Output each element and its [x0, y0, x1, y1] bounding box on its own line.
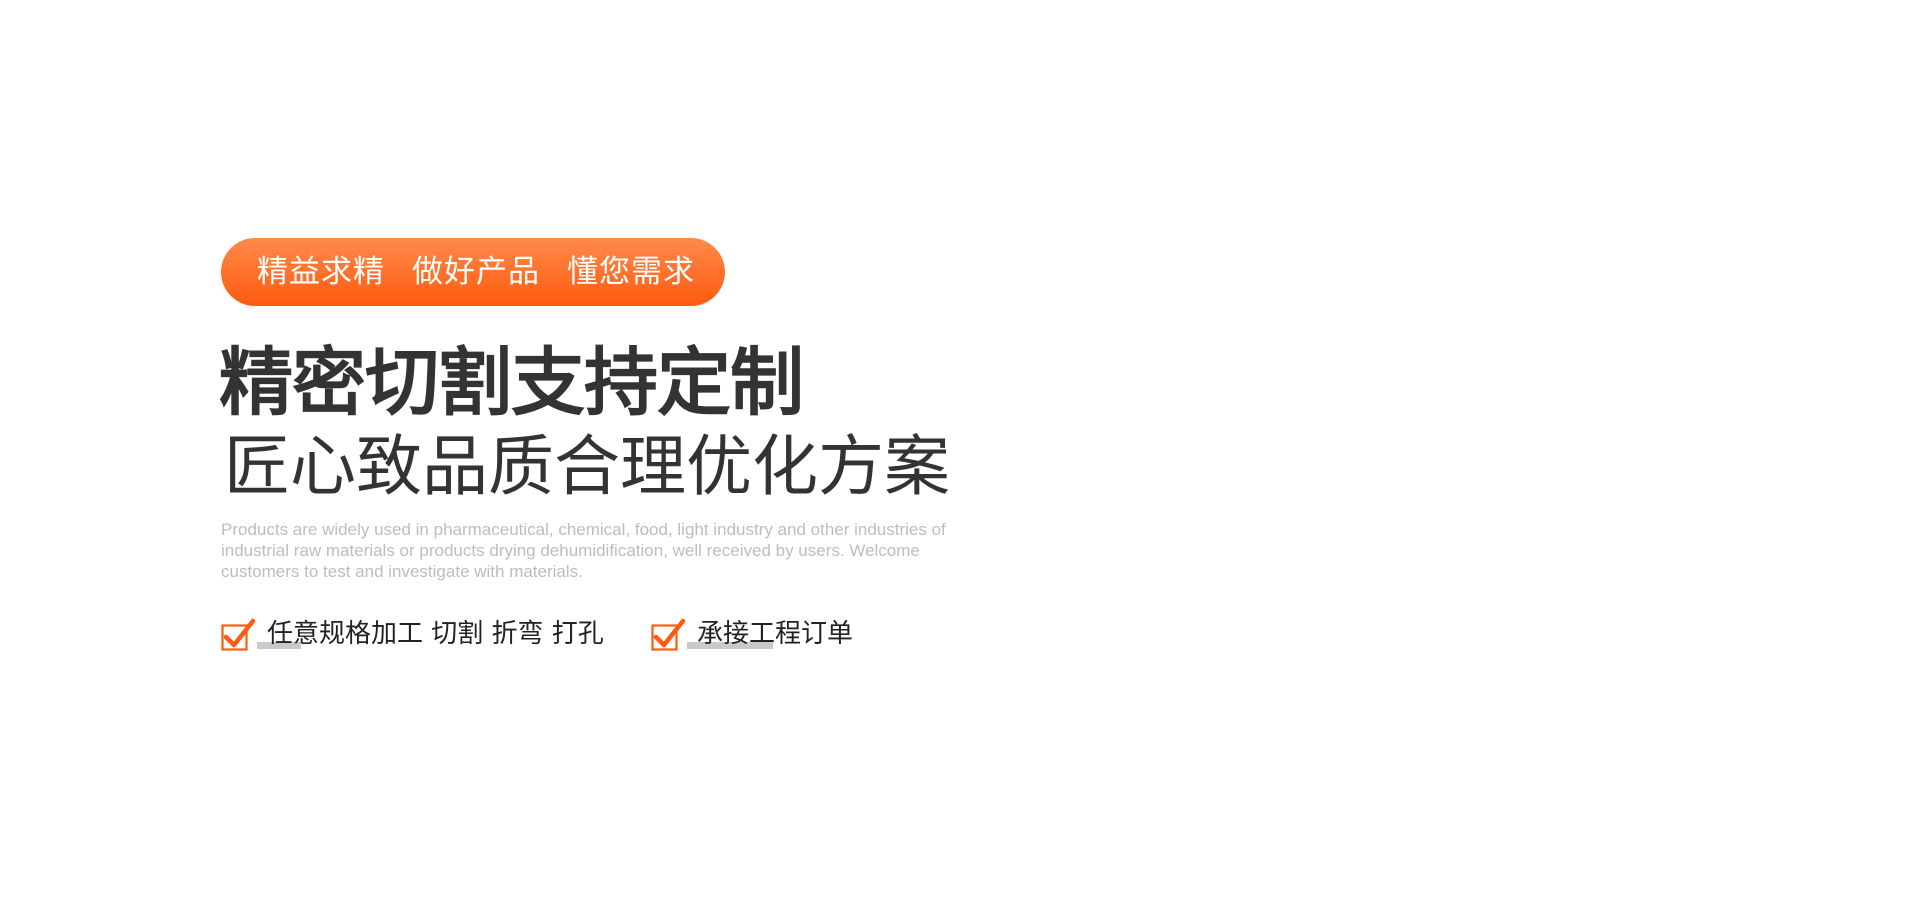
- feature-label: 承接工程订单: [697, 619, 854, 649]
- tagline-part-3: 懂您需求: [567, 254, 695, 290]
- feature-label: 任意规格加工 切割 折弯 打孔: [267, 619, 604, 649]
- feature-underline: [687, 642, 773, 649]
- feature-underline: [257, 642, 301, 649]
- checkbox-check-icon: [651, 618, 685, 651]
- tagline-part-1: 精益求精: [257, 254, 385, 290]
- tagline-pill: 精益求精做好产品懂您需求: [221, 238, 725, 306]
- headline: 精密切割支持定制: [219, 340, 804, 426]
- description: Products are widely used in pharmaceutic…: [221, 520, 946, 581]
- tagline-part-2: 做好产品: [412, 254, 540, 290]
- subheadline: 匠心致品质合理优化方案: [224, 428, 950, 505]
- checkbox-check-icon: [221, 618, 255, 651]
